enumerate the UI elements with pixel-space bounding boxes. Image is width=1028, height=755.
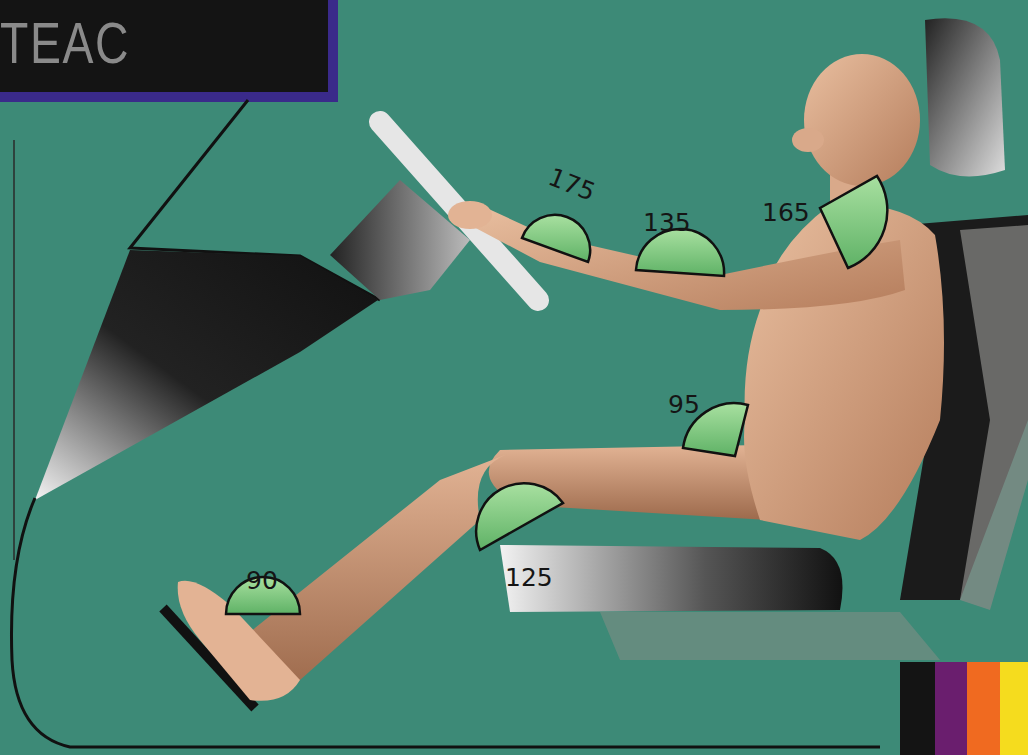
angle-wedge [636,229,724,276]
angle-value: 95 [668,392,700,417]
angle-wedge [476,483,563,550]
brand-text: TEAC [0,14,130,72]
angle-value: 125 [505,565,553,590]
headrest [925,18,1005,176]
angle-value: 175 [545,164,599,205]
brand-box [0,0,328,92]
guide-line [13,140,15,560]
shin [240,455,505,690]
seat-cushion [500,545,843,612]
color-bar [935,662,967,755]
angle-value: 135 [643,210,691,235]
head [804,54,920,186]
steering-wheel [380,122,538,300]
angle-value: 90 [246,568,278,593]
hand [448,201,492,229]
face [792,128,824,152]
brand-frame [0,0,338,102]
seat-back-side [960,225,1028,610]
angle-value: 165 [762,200,810,225]
color-bar [1000,662,1028,755]
angle-wedges [226,176,887,614]
color-bar [967,662,1000,755]
dashboard [35,250,378,500]
seat-base [600,612,940,660]
angle-wedge [820,176,887,268]
angle-wedge [522,215,590,262]
color-bar [900,662,935,755]
